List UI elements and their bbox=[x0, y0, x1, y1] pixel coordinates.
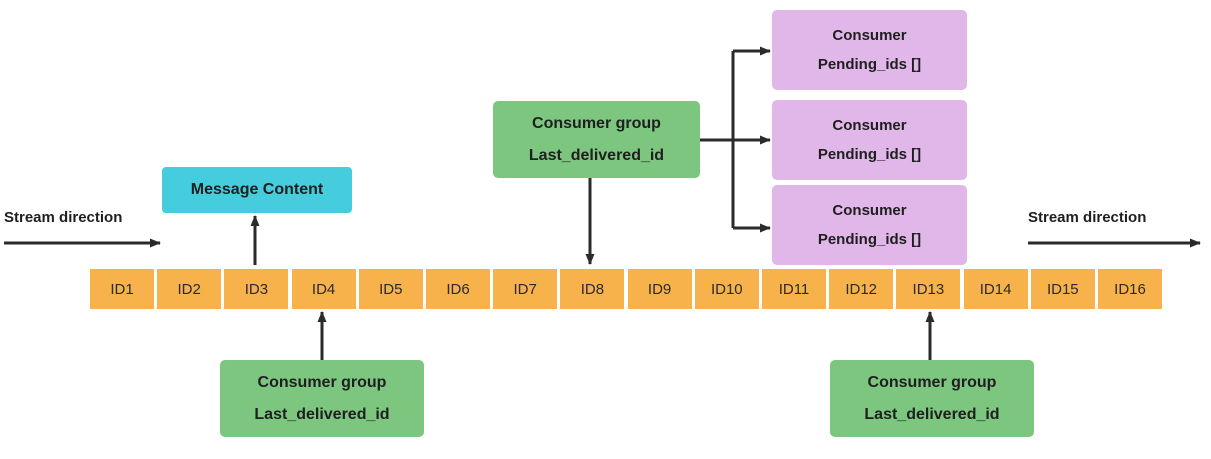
stream-entry-id14[interactable]: ID14 bbox=[963, 269, 1028, 309]
stream-entry-id8[interactable]: ID8 bbox=[560, 269, 625, 309]
stream-entry-label: ID10 bbox=[710, 280, 743, 298]
stream-entry-label: ID14 bbox=[979, 280, 1012, 298]
consumer-group-bottom-right[interactable]: Consumer group Last_delivered_id bbox=[830, 360, 1034, 437]
stream-entry-label: ID4 bbox=[311, 280, 336, 298]
consumer-group-middle-last-delivered-id: Last_delivered_id bbox=[528, 146, 665, 164]
consumer-box-1[interactable]: Consumer Pending_ids [] bbox=[772, 10, 967, 90]
consumer-box-2-pending-ids: Pending_ids [] bbox=[817, 146, 922, 163]
stream-entry-label: ID9 bbox=[647, 280, 672, 298]
stream-entry-label: ID12 bbox=[845, 280, 878, 298]
consumer-group-bottom-right-title: Consumer group bbox=[867, 373, 997, 391]
consumer-group-bottom-left-last-delivered-id: Last_delivered_id bbox=[254, 405, 390, 423]
stream-entry-label: ID7 bbox=[513, 280, 537, 298]
stream-entry-id4[interactable]: ID4 bbox=[291, 269, 356, 309]
stream-entry-label: ID2 bbox=[177, 280, 201, 298]
consumer-group-bottom-left[interactable]: Consumer group Last_delivered_id bbox=[220, 360, 424, 437]
consumer-group-bottom-right-last-delivered-id: Last_delivered_id bbox=[864, 405, 1000, 423]
stream-entry-id11[interactable]: ID11 bbox=[762, 269, 826, 309]
stream-entry-label: ID3 bbox=[244, 280, 269, 298]
consumer-box-2[interactable]: Consumer Pending_ids [] bbox=[772, 100, 967, 180]
consumer-box-1-pending-ids: Pending_ids [] bbox=[817, 56, 922, 73]
stream-entry-id15[interactable]: ID15 bbox=[1030, 269, 1095, 309]
stream-direction-label-right: Stream direction bbox=[1028, 209, 1147, 226]
stream-entry-id7[interactable]: ID7 bbox=[493, 269, 558, 309]
stream-entry-label: ID16 bbox=[1114, 280, 1146, 298]
consumer-box-2-title: Consumer bbox=[832, 117, 907, 134]
stream-entry-id9[interactable]: ID9 bbox=[627, 269, 692, 309]
stream-entry-id6[interactable]: ID6 bbox=[426, 269, 490, 309]
consumer-group-middle-title: Consumer group bbox=[532, 114, 661, 132]
stream-entry-label: ID8 bbox=[580, 280, 605, 298]
stream-entry-id3[interactable]: ID3 bbox=[224, 269, 289, 309]
stream-entry-label: ID1 bbox=[110, 280, 134, 298]
stream-entry-label: ID6 bbox=[446, 280, 470, 298]
consumer-group-middle[interactable]: Consumer group Last_delivered_id bbox=[493, 101, 700, 178]
message-content-label: Message Content bbox=[190, 181, 324, 198]
stream-entry-id2[interactable]: ID2 bbox=[157, 269, 222, 309]
consumer-box-3-title: Consumer bbox=[832, 202, 907, 219]
consumer-box-3[interactable]: Consumer Pending_ids [] bbox=[772, 185, 967, 265]
stream-entry-id5[interactable]: ID5 bbox=[358, 269, 423, 309]
consumer-group-bottom-left-title: Consumer group bbox=[257, 373, 387, 391]
consumer-box-1-title: Consumer bbox=[832, 27, 907, 44]
consumer-box-3-pending-ids: Pending_ids [] bbox=[817, 231, 922, 248]
stream-entry-id13[interactable]: ID13 bbox=[896, 269, 961, 309]
stream-direction-label-left: Stream direction bbox=[4, 209, 123, 226]
stream-entry-label: ID13 bbox=[912, 280, 945, 298]
stream-entry-label: ID15 bbox=[1046, 280, 1079, 298]
stream-entry-id1[interactable]: ID1 bbox=[90, 269, 154, 309]
stream-entry-id10[interactable]: ID10 bbox=[694, 269, 759, 309]
stream-entry-label: ID5 bbox=[379, 280, 403, 298]
stream-entry-id12[interactable]: ID12 bbox=[829, 269, 894, 309]
stream-entry-label: ID11 bbox=[778, 280, 810, 298]
message-content-box[interactable]: Message Content bbox=[162, 167, 352, 213]
stream-entry-id16[interactable]: ID16 bbox=[1098, 269, 1162, 309]
